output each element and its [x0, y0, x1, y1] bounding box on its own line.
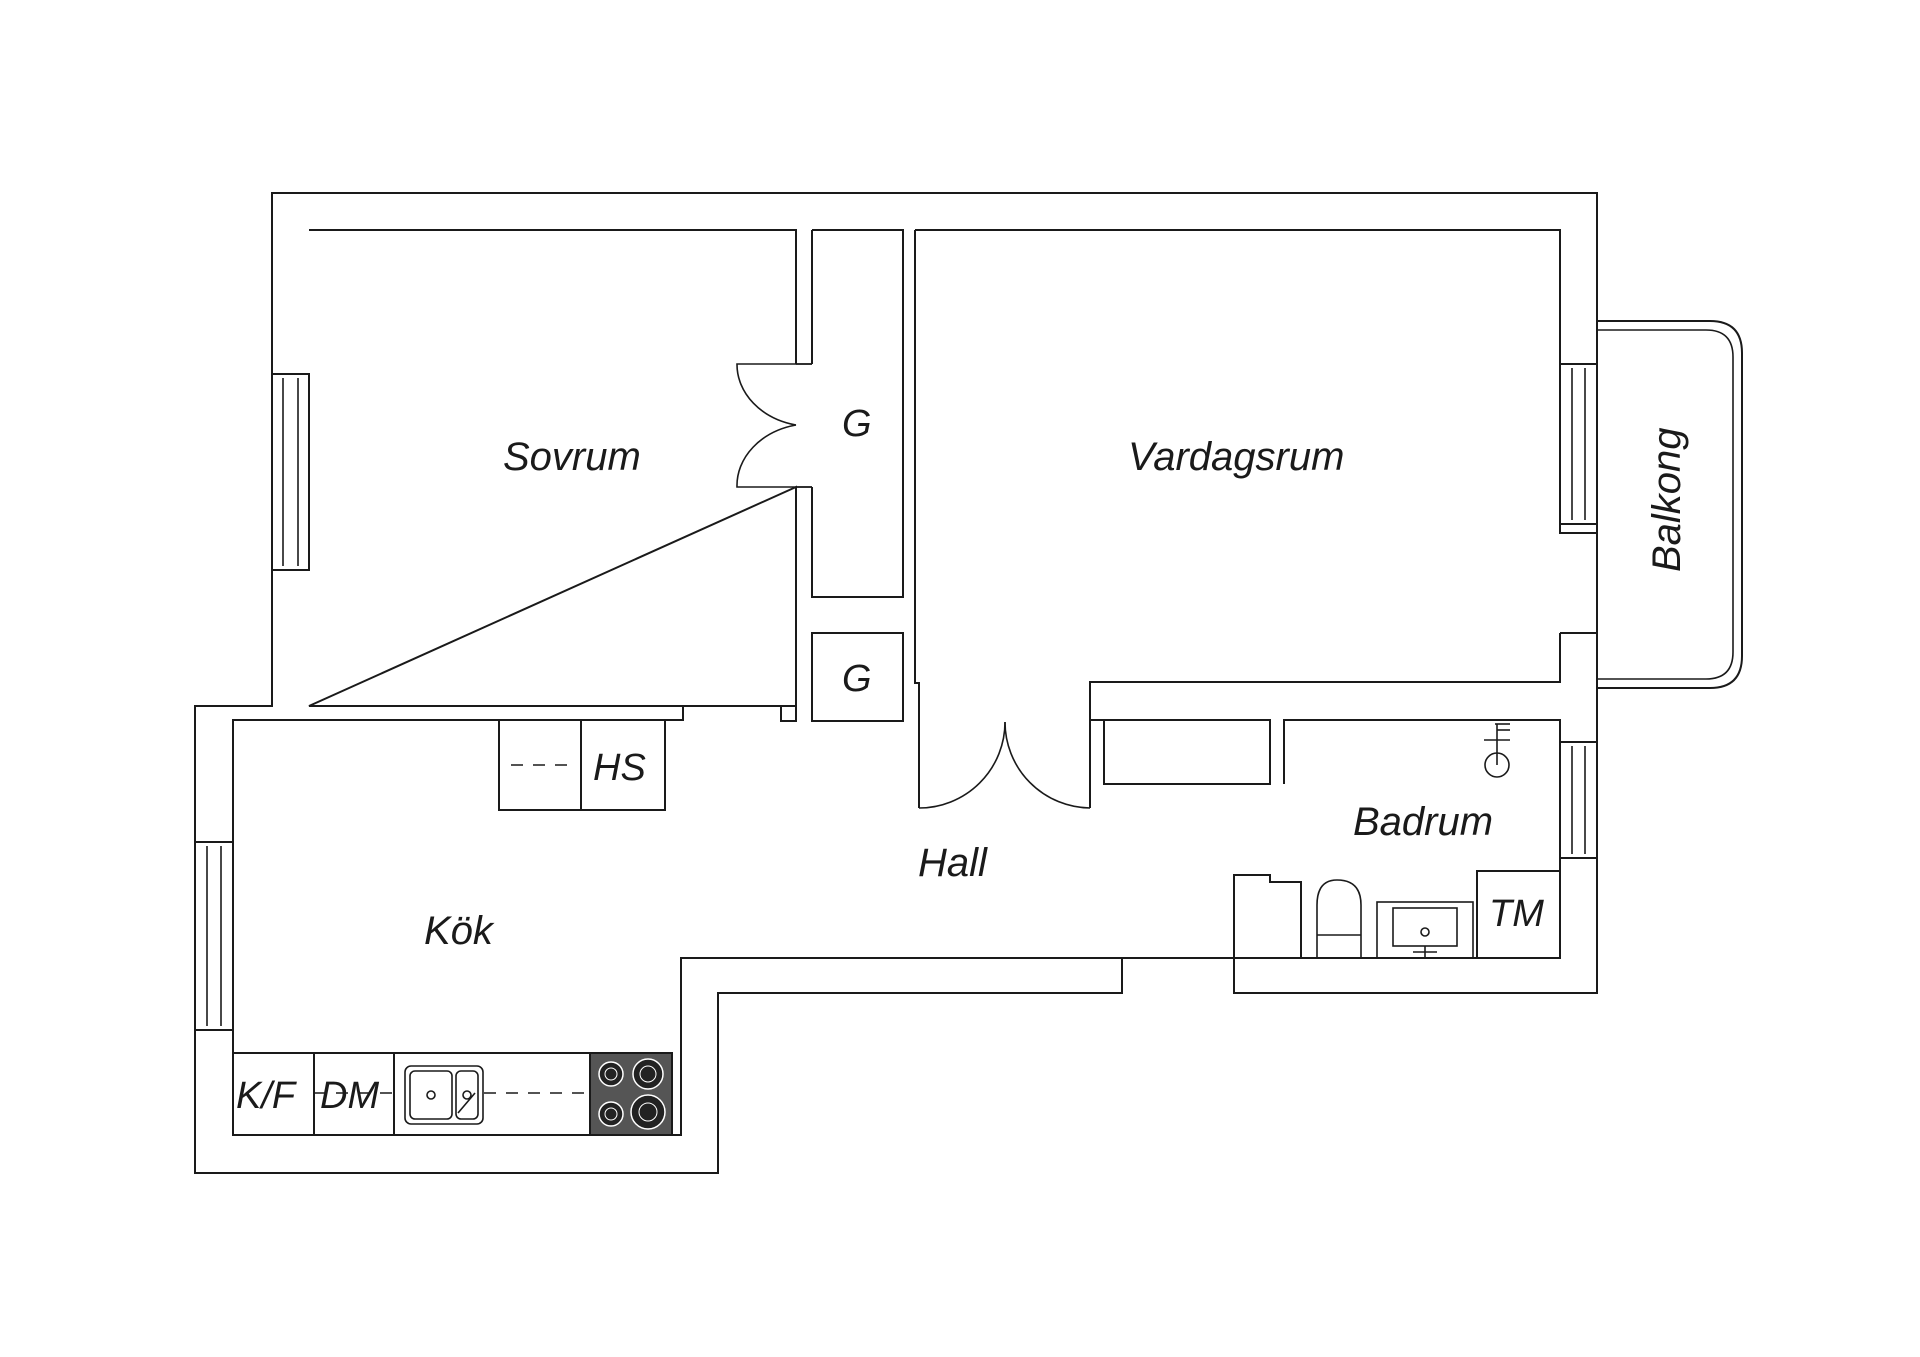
kitchen-sink-icon [404, 1065, 484, 1125]
label-vardagsrum: Vardagsrum [1128, 435, 1344, 479]
window-sovrum [271, 373, 310, 571]
label-sovrum: Sovrum [503, 435, 641, 479]
window-kok [194, 841, 234, 1031]
stove-icon [589, 1052, 673, 1136]
badrum-lower-wall [1233, 874, 1302, 958]
hs-cabinet [498, 719, 666, 811]
label-kok: Kök [424, 909, 495, 953]
sovrum-kok-partition [232, 705, 1122, 1136]
vardagsrum-wall [914, 229, 1597, 808]
label-hall: Hall [918, 841, 988, 885]
label-garderob-1: G [842, 403, 872, 445]
outer-wall [194, 192, 1598, 1174]
basin-icon [1376, 901, 1474, 959]
balkong-inner [1597, 329, 1734, 680]
label-balkong: Balkong [1645, 427, 1689, 572]
garderob-wall [811, 229, 904, 598]
window-badrum [1559, 741, 1598, 859]
label-garderob-2: G [842, 658, 872, 700]
garderob-2-box [811, 632, 904, 722]
label-badrum: Badrum [1353, 800, 1493, 844]
entrance-doors[interactable] [918, 720, 1091, 809]
label-dm: DM [320, 1075, 379, 1117]
tvattmaskin-box [1476, 870, 1561, 959]
toilet-icon [1316, 879, 1362, 958]
garderob-stub [780, 705, 797, 722]
label-hs: HS [593, 747, 646, 789]
shower-icon [1484, 723, 1510, 778]
label-kf: K/F [236, 1075, 297, 1117]
label-tm: TM [1489, 893, 1544, 935]
badrum-shelf [1103, 719, 1271, 785]
balkong-outline [1597, 320, 1743, 689]
garderob-doors[interactable] [736, 363, 812, 488]
window-vardagsrum [1559, 363, 1598, 525]
hall-wall-right [1090, 719, 1270, 785]
